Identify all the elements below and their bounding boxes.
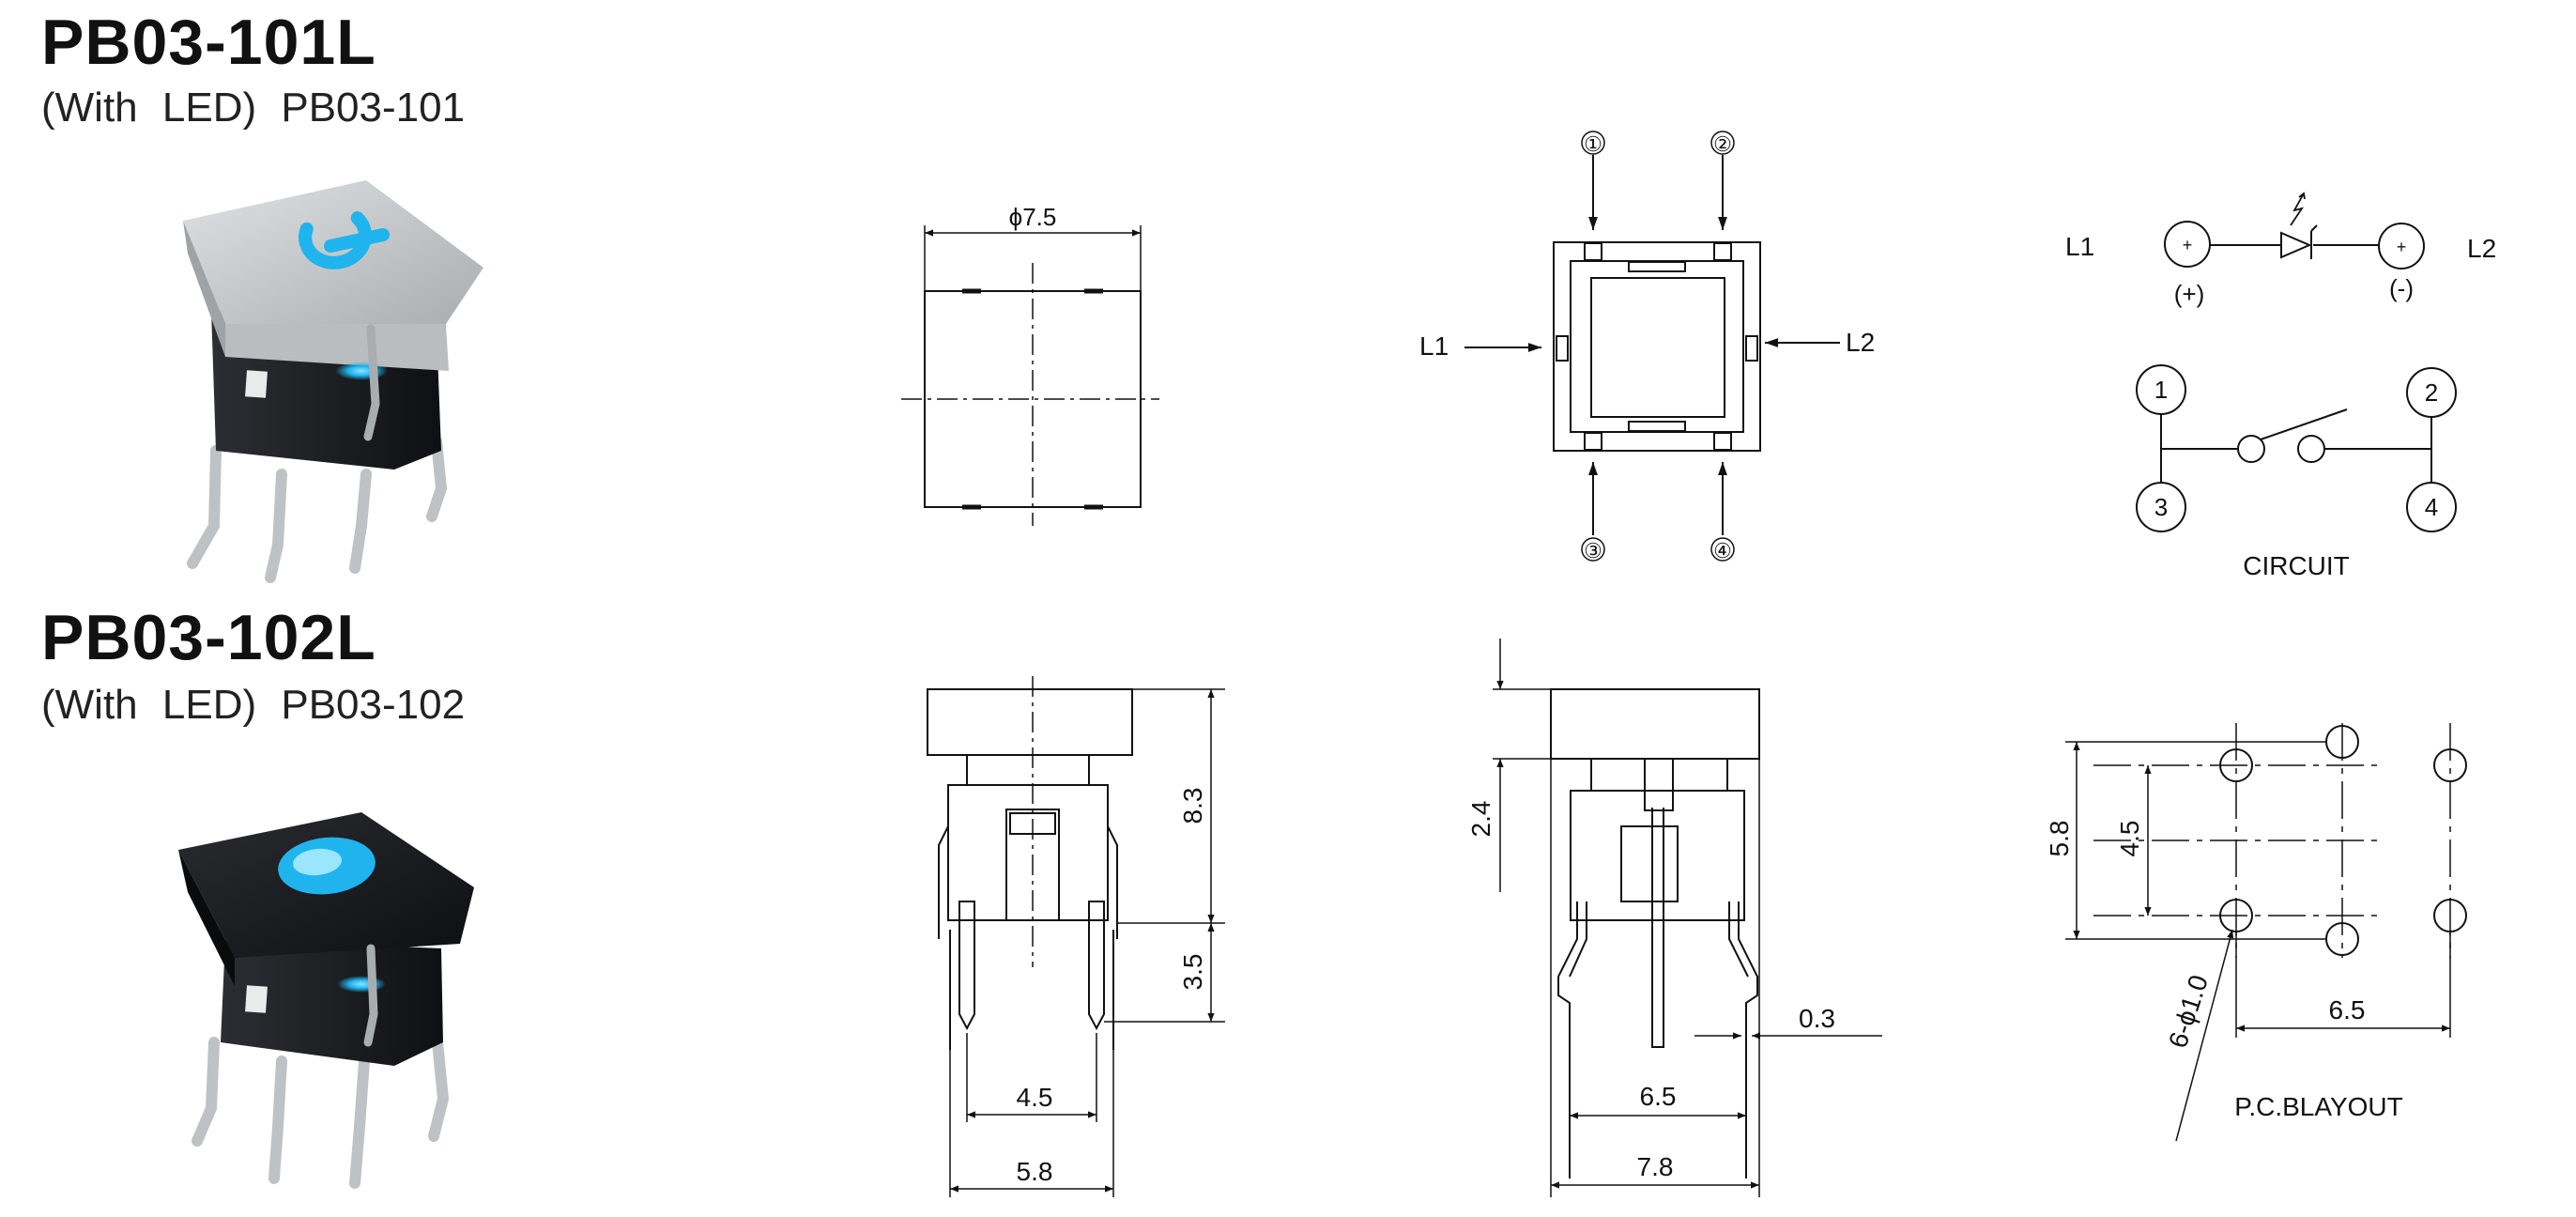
power-symbol-icon — [299, 211, 390, 270]
pcb-hole-callout: 6-ϕ1.0 — [2163, 971, 2214, 1051]
pcb-pitch-dim: 6.5 — [2329, 995, 2366, 1024]
switch-pin3-label: 3 — [2154, 493, 2168, 521]
front-view-height-dim: 8.3 — [1178, 788, 1207, 824]
product-photo-pb03-102l — [178, 812, 474, 1189]
pcb-outer-height-dim: 5.8 — [2045, 821, 2074, 857]
led-circuit-l2-label: L2 — [2467, 234, 2496, 263]
side-view-pitch-dim: 6.5 — [1640, 1082, 1677, 1111]
front-view-lead-dim: 3.5 — [1178, 954, 1207, 991]
led-dot-icon — [278, 837, 376, 895]
model-title-pb03-101l: PB03-101L — [41, 7, 376, 78]
pin-view-pin1-label: ① — [1584, 132, 1602, 156]
pin-view-l2-label: L2 — [1846, 328, 1875, 357]
front-view-pitch-dim: 4.5 — [1017, 1083, 1053, 1112]
pin-view-pin4-label: ④ — [1713, 539, 1732, 562]
pin-view-l1-label: L1 — [1419, 331, 1449, 361]
led-circuit-l1-label: L1 — [2065, 232, 2094, 261]
led-cathode-terminal-sign: + — [2397, 238, 2407, 256]
model-subtitle-pb03-102: (With LED) PB03-102 — [41, 682, 466, 728]
pin-view-pin3-label: ③ — [1584, 539, 1602, 562]
side-view-width-dim: 7.8 — [1637, 1152, 1674, 1181]
switch-pin4-label: 4 — [2425, 493, 2438, 521]
led-cathode-label: (-) — [2389, 274, 2414, 302]
top-view-diameter-label: ϕ7.5 — [1009, 203, 1057, 231]
led-anode-terminal-sign: + — [2183, 236, 2193, 254]
circuit-caption: CIRCUIT — [2243, 551, 2350, 580]
led-circuit-diagram — [2164, 192, 2425, 270]
switch-pin1-label: 1 — [2154, 376, 2168, 404]
model-subtitle-pb03-101: (With LED) PB03-101 — [41, 85, 466, 131]
side-view-travel-dim: 2.4 — [1466, 801, 1495, 838]
front-view-width-dim: 5.8 — [1017, 1157, 1053, 1186]
side-view-thickness-dim: 0.3 — [1799, 1004, 1835, 1033]
top-view-drawing — [901, 225, 1159, 526]
led-anode-label: (+) — [2174, 280, 2205, 308]
pin-view-drawing — [1464, 131, 1840, 562]
pcb-inner-height-dim: 4.5 — [2115, 821, 2144, 857]
switch-pin2-label: 2 — [2425, 378, 2438, 407]
switch-circuit-diagram — [2136, 364, 2457, 532]
product-photo-pb03-101l — [183, 180, 483, 583]
pin-view-pin2-label: ② — [1713, 132, 1732, 156]
pcb-layout-caption: P.C.BLAYOUT — [2234, 1092, 2402, 1121]
front-view-drawing — [927, 676, 1225, 1197]
pcb-layout-drawing — [2065, 723, 2467, 1142]
model-title-pb03-102l: PB03-102L — [41, 602, 376, 673]
side-view-drawing — [1493, 639, 1882, 1197]
